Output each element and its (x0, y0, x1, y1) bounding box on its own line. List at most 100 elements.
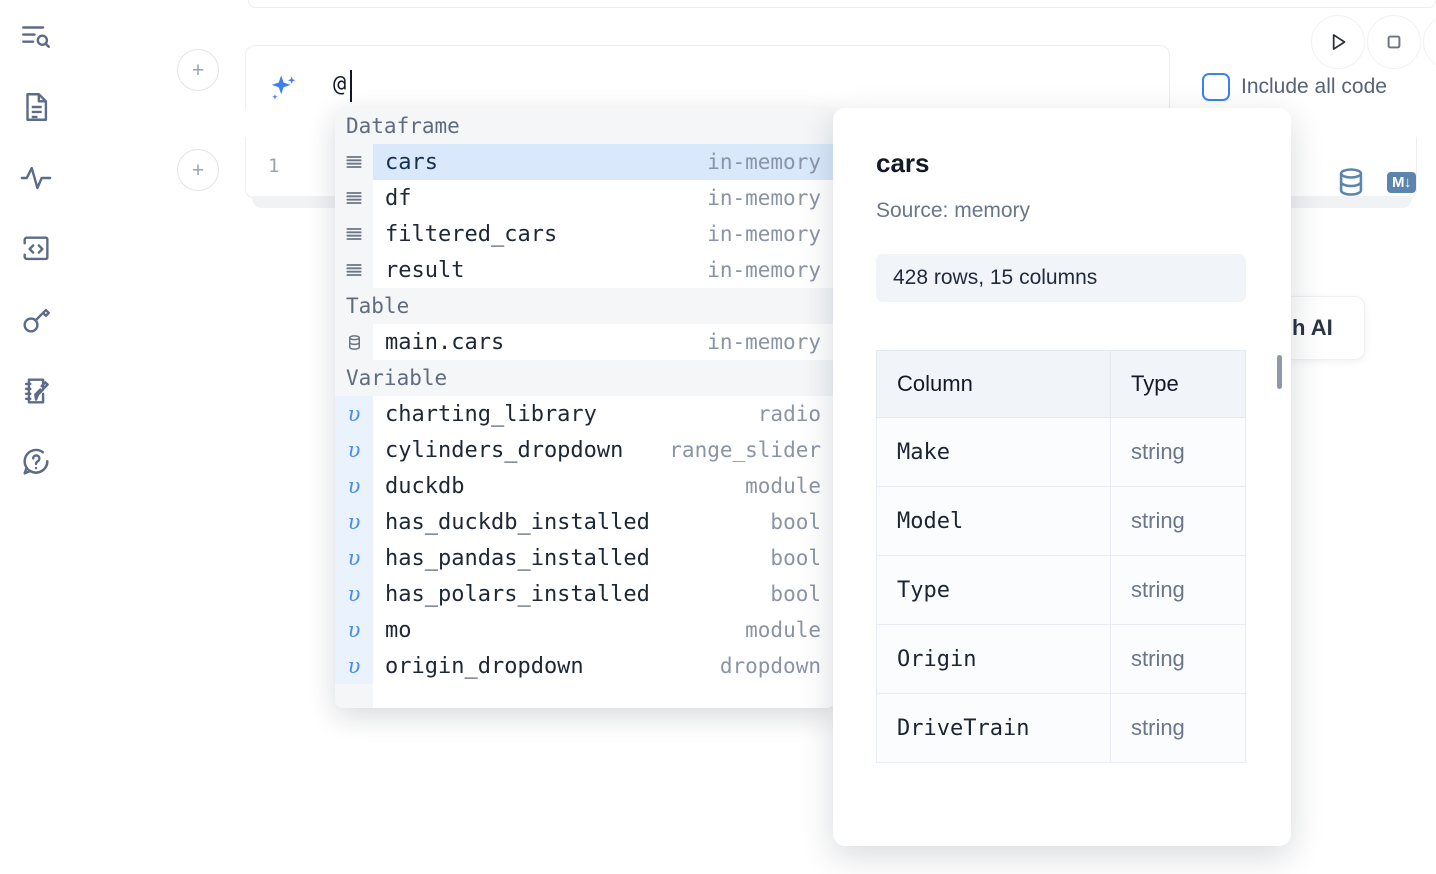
detail-column-name: Model (876, 486, 1111, 556)
key-icon[interactable] (14, 298, 58, 342)
autocomplete-item-name: has_pandas_installed (385, 545, 650, 571)
variable-icon: υ (335, 396, 373, 432)
autocomplete-item-name: charting_library (385, 401, 597, 427)
variable-icon: υ (335, 504, 373, 540)
autocomplete-item-type: in-memory (707, 258, 821, 282)
generate-with-ai-chip[interactable]: h AI (1283, 296, 1365, 360)
autocomplete-item-type: bool (770, 582, 821, 606)
detail-table-header-cell: Type (1110, 350, 1246, 418)
autocomplete-item-name: main.cars (385, 329, 505, 355)
cell-top-edge (248, 0, 1436, 8)
dataframe-icon (335, 144, 373, 180)
autocomplete-item-name: origin_dropdown (385, 653, 584, 679)
autocomplete-item-name: filtered_cars (385, 221, 558, 247)
autocomplete-item[interactable]: cars in-memory (335, 144, 835, 180)
help-icon[interactable] (14, 440, 58, 484)
detail-shape-badge: 428 rows, 15 columns (876, 254, 1246, 302)
detail-column-name: DriveTrain (876, 693, 1111, 763)
detail-title: cars (876, 148, 930, 178)
autocomplete-item-type: radio (757, 402, 821, 426)
autocomplete-item-type: in-memory (707, 186, 821, 210)
dataframe-detail-popover: cars Source: memory 428 rows, 15 columns… (833, 108, 1291, 846)
autocomplete-item-type: bool (770, 546, 821, 570)
detail-column-name: Make (876, 417, 1111, 487)
run-button[interactable] (1311, 15, 1365, 69)
autocomplete-item[interactable]: result in-memory (335, 252, 835, 288)
autocomplete-item-type: in-memory (707, 150, 821, 174)
add-cell-button-bottom[interactable]: + (177, 149, 219, 191)
variable-icon: υ (335, 612, 373, 648)
detail-column-name: Origin (876, 624, 1111, 694)
code-icon[interactable] (14, 227, 58, 271)
text-caret (350, 70, 352, 102)
autocomplete-item-name: duckdb (385, 473, 465, 499)
autocomplete-item-type: dropdown (719, 654, 821, 678)
ai-prompt-bar[interactable] (245, 45, 1170, 109)
autocomplete-item-name: result (385, 257, 465, 283)
autocomplete-item-type: bool (770, 510, 821, 534)
stop-button[interactable] (1367, 15, 1421, 69)
autocomplete-item-type: in-memory (707, 222, 821, 246)
autocomplete-item-type: module (745, 474, 821, 498)
autocomplete-group-header: Dataframe (335, 108, 835, 144)
detail-column-type: string (1110, 486, 1246, 556)
table-icon (335, 324, 373, 360)
document-icon[interactable] (14, 85, 58, 129)
autocomplete-item[interactable]: υ charting_library radio (335, 396, 835, 432)
autocomplete-item-name: df (385, 185, 412, 211)
autocomplete-item-name: cars (385, 149, 438, 175)
line-number: 1 (268, 155, 280, 177)
include-all-code-row[interactable]: Include all code (1202, 73, 1387, 101)
autocomplete-item[interactable]: df in-memory (335, 180, 835, 216)
dataframe-icon (335, 180, 373, 216)
autocomplete-item-name: cylinders_dropdown (385, 437, 624, 463)
autocomplete-item-type: range_slider (669, 438, 821, 462)
scratchpad-icon[interactable] (14, 369, 58, 413)
detail-column-type: string (1110, 693, 1246, 763)
autocomplete-item-name: mo (385, 617, 412, 643)
autocomplete-item-name: has_duckdb_installed (385, 509, 650, 535)
left-icon-rail (0, 0, 72, 874)
autocomplete-group-header: Variable (335, 360, 835, 396)
detail-column-type: string (1110, 417, 1246, 487)
dataframe-icon (335, 216, 373, 252)
autocomplete-item[interactable]: υ origin_dropdown dropdown (335, 648, 835, 684)
explore-icon[interactable] (14, 14, 58, 58)
ai-prompt-input[interactable]: @ (333, 72, 347, 97)
detail-column-name: Type (876, 555, 1111, 625)
variable-icon: υ (335, 648, 373, 684)
sparkle-icon (267, 72, 301, 106)
markdown-badge[interactable]: M↓ (1387, 172, 1416, 193)
autocomplete-item-name: has_polars_installed (385, 581, 650, 607)
autocomplete-item[interactable]: υ has_duckdb_installed bool (335, 504, 835, 540)
detail-source: Source: memory (876, 199, 1031, 222)
detail-column-type: string (1110, 555, 1246, 625)
autocomplete-item-type: module (745, 618, 821, 642)
autocomplete-item[interactable]: filtered_cars in-memory (335, 216, 835, 252)
activity-icon[interactable] (14, 156, 58, 200)
more-actions-button[interactable] (1423, 15, 1436, 69)
add-cell-button-top[interactable]: + (177, 49, 219, 91)
include-all-code-label: Include all code (1241, 75, 1387, 98)
detail-scrollbar-thumb[interactable] (1277, 355, 1282, 389)
database-icon[interactable] (1334, 165, 1368, 204)
variable-icon: υ (335, 576, 373, 612)
include-all-code-checkbox[interactable] (1202, 73, 1230, 101)
autocomplete-item[interactable]: υ has_polars_installed bool (335, 576, 835, 612)
dataframe-icon (335, 252, 373, 288)
